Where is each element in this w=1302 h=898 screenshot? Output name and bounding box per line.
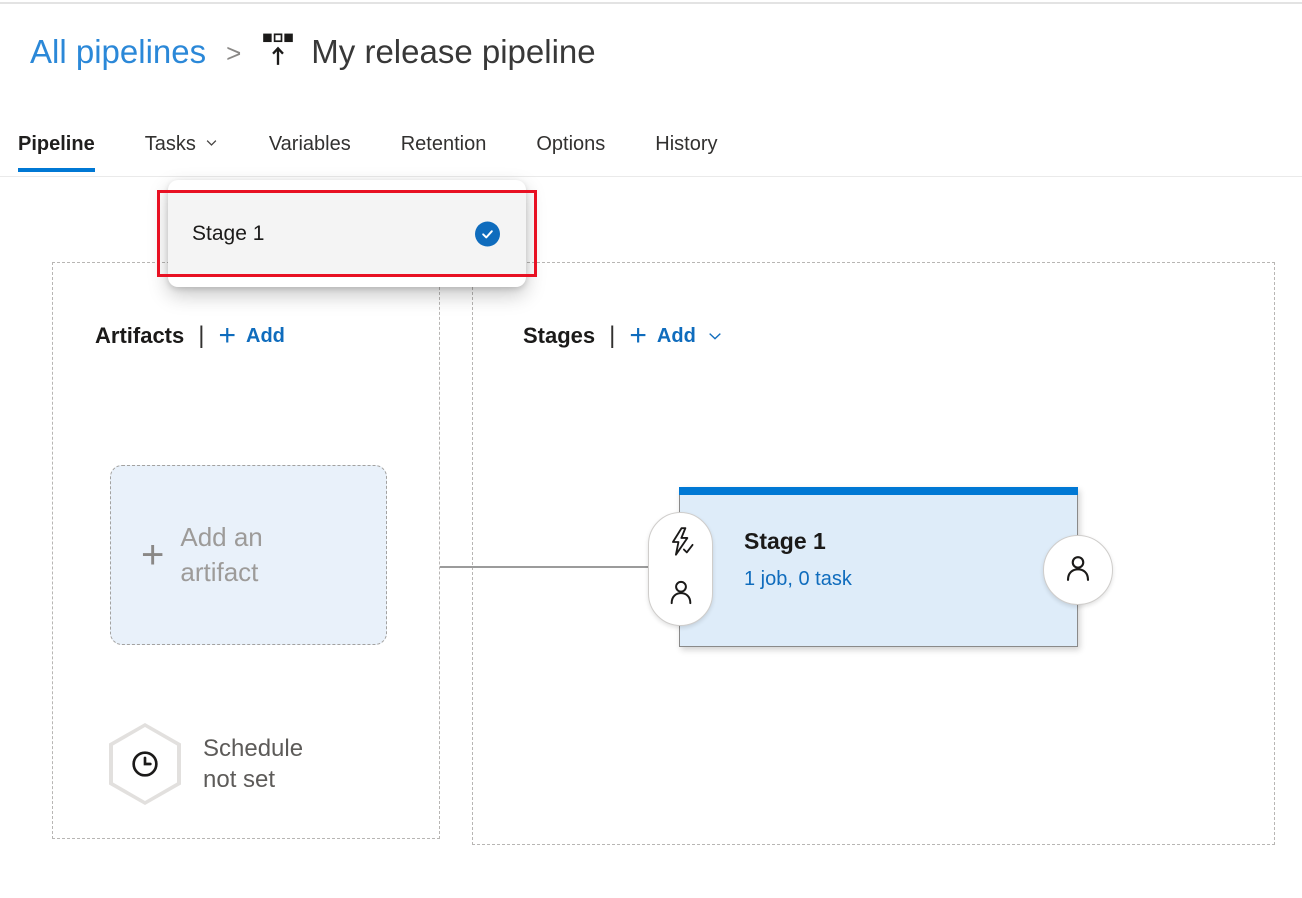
lightning-check-icon (667, 527, 695, 562)
tab-bar: Pipeline Tasks Variables Retention Optio… (0, 116, 1302, 177)
stages-panel: Stages | + Add (472, 262, 1275, 845)
plus-icon: + (141, 533, 165, 577)
pre-deployment-conditions-badge[interactable] (648, 512, 713, 626)
chevron-down-icon (706, 328, 724, 349)
tab-options-label: Options (536, 132, 606, 155)
tab-pipeline[interactable]: Pipeline (18, 116, 95, 172)
stage-card-stage-1[interactable]: Stage 1 1 job, 0 task (648, 487, 1113, 647)
header-divider: | (198, 322, 205, 349)
artifact-stage-connector-line (440, 566, 652, 568)
tab-tasks[interactable]: Tasks (145, 116, 219, 172)
stages-header: Stages | + Add (523, 321, 724, 351)
post-deployment-conditions-badge[interactable] (1043, 535, 1113, 605)
schedule-status-label: Schedule not set (203, 734, 304, 793)
plus-icon: + (218, 319, 237, 352)
chevron-down-icon (204, 132, 219, 156)
schedule-badge[interactable]: Schedule not set (109, 723, 319, 805)
tab-history[interactable]: History (655, 116, 717, 172)
tab-tasks-label: Tasks (144, 132, 196, 155)
stages-heading: Stages (523, 323, 596, 348)
stage-jobs-link[interactable]: 1 job, 0 task (744, 568, 852, 590)
add-artifact-button-label: Add (246, 324, 285, 347)
schedule-hexagon (109, 723, 181, 805)
add-stage-button[interactable]: + Add (629, 321, 723, 351)
menu-item-stage-1[interactable]: Stage 1 (168, 193, 526, 275)
top-divider (0, 2, 1302, 4)
plus-icon: + (629, 319, 647, 352)
add-artifact-button[interactable]: + Add (218, 321, 284, 351)
header-divider: | (609, 322, 616, 349)
tab-retention-label: Retention (400, 132, 487, 155)
stage-name: Stage 1 (744, 528, 826, 554)
page-title-group: My release pipeline (261, 32, 596, 73)
clock-icon (113, 727, 177, 801)
tab-pipeline-label: Pipeline (18, 132, 95, 155)
breadcrumb: All pipelines > My release pipeline (30, 26, 596, 78)
artifacts-heading: Artifacts (95, 323, 185, 348)
check-icon (475, 221, 500, 247)
add-an-artifact-dropzone[interactable]: + Add an artifact (110, 465, 387, 645)
release-pipeline-icon (261, 32, 295, 73)
tab-history-label: History (655, 132, 718, 155)
artifacts-panel: Artifacts | + Add + Add an artifact Sche… (52, 262, 440, 839)
add-an-artifact-label: Add an artifact (180, 521, 263, 587)
breadcrumb-all-pipelines-link[interactable]: All pipelines (30, 33, 207, 70)
tab-options[interactable]: Options (536, 116, 605, 172)
add-stage-button-label: Add (656, 324, 696, 347)
tab-retention[interactable]: Retention (401, 116, 487, 172)
artifacts-header: Artifacts | + Add (95, 321, 285, 351)
page-title: My release pipeline (311, 33, 596, 70)
menu-item-label: Stage 1 (192, 222, 265, 245)
tasks-dropdown-menu: Stage 1 (168, 180, 526, 287)
person-icon (667, 578, 695, 611)
person-icon (1063, 553, 1093, 588)
chevron-right-icon: > (226, 38, 242, 68)
tab-variables[interactable]: Variables (269, 116, 351, 172)
tab-variables-label: Variables (268, 132, 351, 155)
stage-status-bar (679, 487, 1078, 495)
